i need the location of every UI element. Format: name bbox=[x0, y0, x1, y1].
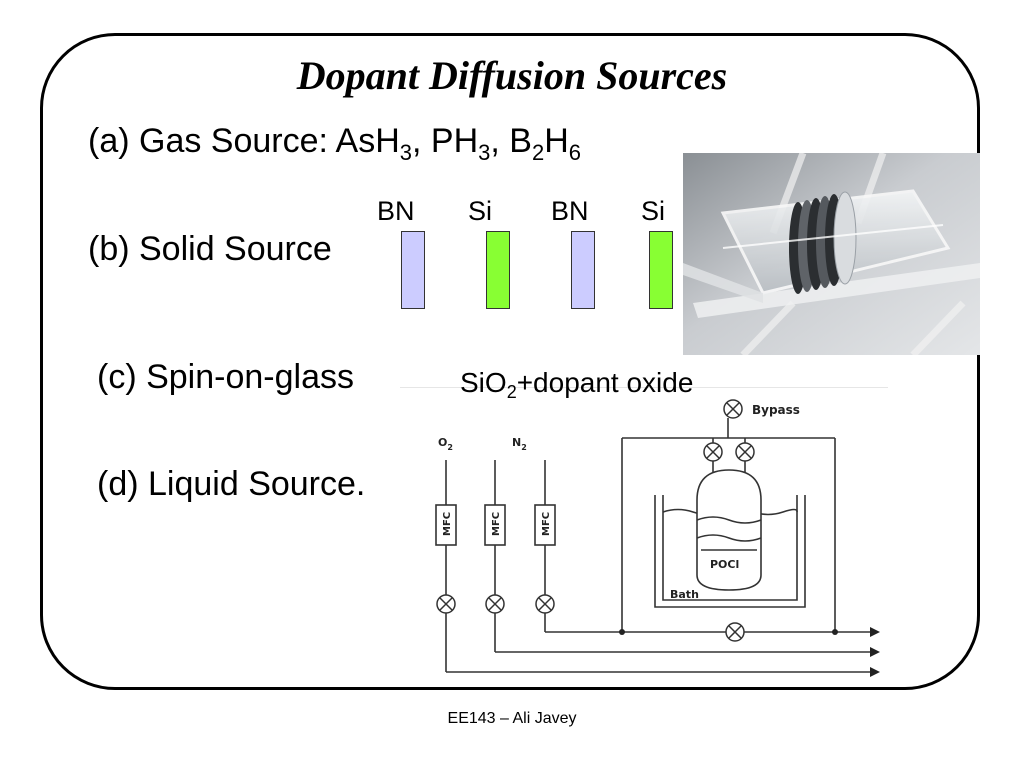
liquid-source-schematic: MFC MFC MFC O2 N2 Bypass POCl Bath bbox=[435, 399, 880, 677]
wafer-label-bn-2: BN bbox=[551, 196, 589, 226]
wafer-label-si-2: Si bbox=[641, 196, 666, 226]
item-liquid-source: (d) Liquid Source. bbox=[97, 465, 366, 503]
item-spin-on-glass: (c) Spin-on-glass bbox=[97, 358, 354, 396]
slide-title: Dopant Diffusion Sources bbox=[296, 53, 728, 98]
mfc-label: MFC bbox=[442, 512, 453, 536]
o2-label: O2 bbox=[438, 436, 453, 452]
mfc-label: MFC bbox=[491, 512, 502, 536]
footer-credit: EE143 – Ali Javey bbox=[447, 710, 577, 727]
divider-line bbox=[400, 387, 888, 388]
si-wafer-bar bbox=[649, 231, 673, 309]
mfc-label: MFC bbox=[541, 512, 552, 536]
poci-label: POCl bbox=[710, 558, 739, 571]
bypass-label: Bypass bbox=[752, 403, 800, 417]
sio2-dopant-oxide-label: SiO2+dopant oxide bbox=[460, 367, 694, 402]
bath-label: Bath bbox=[670, 588, 699, 601]
slide-frame bbox=[40, 33, 980, 690]
wafer-boat-photo bbox=[683, 153, 980, 355]
n2-label: N2 bbox=[512, 436, 527, 452]
bn-wafer-bar bbox=[401, 231, 425, 309]
item-solid-source: (b) Solid Source bbox=[88, 230, 332, 268]
wafer-label-si-1: Si bbox=[468, 196, 493, 226]
item-gas-source: (a) Gas Source: AsH3, PH3, B2H6 bbox=[88, 122, 582, 165]
bn-wafer-bar bbox=[571, 231, 595, 309]
wafer-label-bn-1: BN bbox=[377, 196, 415, 226]
si-wafer-bar bbox=[486, 231, 510, 309]
